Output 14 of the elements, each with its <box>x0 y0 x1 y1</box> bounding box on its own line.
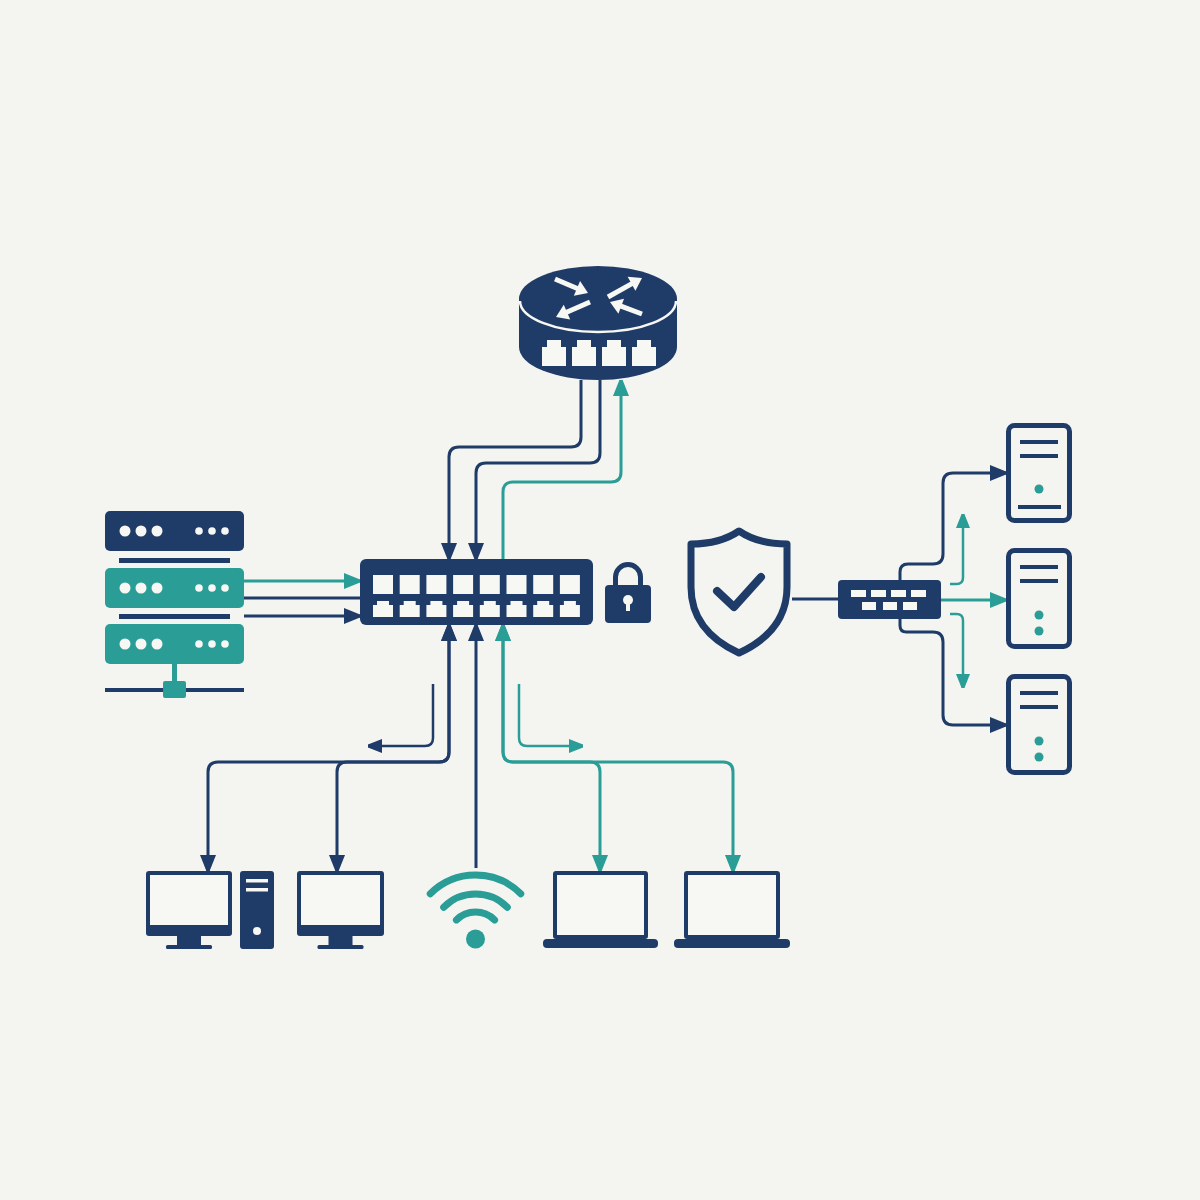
server-icon <box>1006 548 1072 649</box>
shield-check-icon <box>686 527 792 657</box>
connector-line <box>244 596 360 600</box>
laptop-icon <box>543 871 658 949</box>
server-rack-icon <box>105 511 244 698</box>
server-icon <box>1006 423 1072 523</box>
server-icon <box>1006 674 1072 775</box>
monitor-icon <box>297 871 384 949</box>
desktop-computer-icon <box>146 871 274 949</box>
network-switch-icon <box>360 559 593 625</box>
connector-line <box>792 597 838 601</box>
network-switch-icon <box>838 580 941 619</box>
laptop-icon <box>674 871 790 949</box>
router-icon <box>518 265 678 380</box>
